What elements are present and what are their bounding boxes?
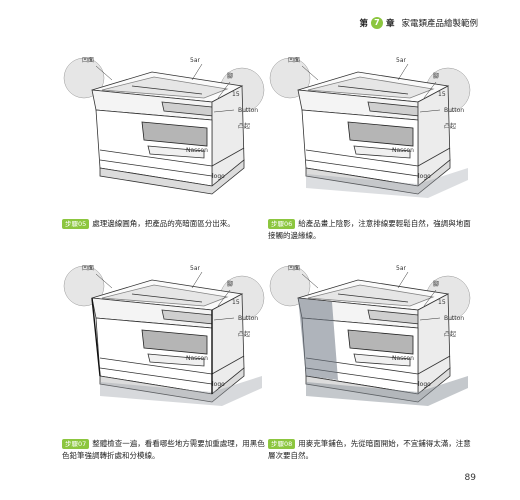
label-raised: 凸起 bbox=[444, 122, 456, 130]
printer-sketch-illustration: 凹面 5ar 腳 15 Button 凸起 Nasson logo bbox=[63, 265, 265, 406]
label-5ar: 5ar bbox=[396, 57, 406, 64]
label-logo: logo bbox=[212, 381, 225, 388]
label-5ar: 5ar bbox=[396, 265, 406, 272]
step-badge: 步驟07 bbox=[62, 439, 90, 449]
label-button: Button bbox=[444, 315, 464, 322]
printer-sketch-illustration: 凹面 5ar 腳 15 Button 凸起 Nasson logo bbox=[269, 57, 471, 198]
step-badge: 步驟08 bbox=[268, 439, 296, 449]
sketch-panel-step07: 凹面 5ar 腳 15 Button 凸起 Nasson logo bbox=[62, 258, 272, 413]
chapter-prefix: 第 bbox=[359, 19, 368, 29]
chapter-header: 第 7 章 家電類產品繪製範例 bbox=[359, 17, 478, 29]
label-brand: Nasson bbox=[186, 355, 208, 362]
label-brand: Nasson bbox=[392, 355, 414, 362]
caption-text: 用麥克筆鋪色，先從暗面開始，不宜鋪得太滿，注意層次要自然。 bbox=[268, 439, 471, 460]
label-5ar: 5ar bbox=[190, 57, 200, 64]
label-logo: logo bbox=[212, 173, 225, 180]
caption-text: 處理邊線圓角，把產品的亮暗面區分出來。 bbox=[92, 219, 235, 228]
chapter-number-badge: 7 bbox=[370, 17, 383, 29]
label-brand: Nasson bbox=[186, 147, 208, 154]
label-button: Button bbox=[444, 107, 464, 114]
label-foot: 腳 bbox=[433, 280, 439, 288]
label-15: 15 bbox=[438, 91, 446, 98]
page-number: 89 bbox=[464, 473, 476, 483]
printer-sketch-illustration: 凹面 5ar 腳 15 Button 凸起 Nasson logo bbox=[63, 57, 265, 195]
label-raised: 凸起 bbox=[444, 330, 456, 338]
label-5ar: 5ar bbox=[190, 265, 200, 272]
label-raised: 凸起 bbox=[238, 122, 250, 130]
caption-text: 整體檢查一遍，看看哪些地方需要加重處理，用黑色色鉛筆強調轉折處和分模線。 bbox=[62, 439, 265, 460]
label-foot: 腳 bbox=[227, 72, 233, 80]
caption-text: 給產品畫上陰影，注意排線要輕鬆自然，強調與地面接觸的邊緣線。 bbox=[268, 219, 471, 240]
label-concave: 凹面 bbox=[288, 57, 300, 64]
label-logo: logo bbox=[418, 381, 431, 388]
sketch-panel-step06: 凹面 5ar 腳 15 Button 凸起 Nasson logo bbox=[268, 50, 478, 205]
label-concave: 凹面 bbox=[82, 57, 94, 64]
sketch-panel-step08: 凹面 5ar 腳 15 Button 凸起 Nasson logo bbox=[268, 258, 478, 413]
step-badge: 步驟06 bbox=[268, 219, 296, 229]
label-concave: 凹面 bbox=[288, 265, 300, 272]
label-button: Button bbox=[238, 315, 258, 322]
label-button: Button bbox=[238, 107, 258, 114]
label-brand: Nasson bbox=[392, 147, 414, 154]
label-15: 15 bbox=[438, 299, 446, 306]
label-foot: 腳 bbox=[227, 280, 233, 288]
label-concave: 凹面 bbox=[82, 265, 94, 272]
chapter-title: 家電類產品繪製範例 bbox=[401, 19, 478, 29]
label-logo: logo bbox=[418, 173, 431, 180]
label-15: 15 bbox=[232, 91, 240, 98]
printer-sketch-illustration: 凹面 5ar 腳 15 Button 凸起 Nasson logo bbox=[269, 265, 471, 406]
label-foot: 腳 bbox=[433, 72, 439, 80]
label-15: 15 bbox=[232, 299, 240, 306]
label-raised: 凸起 bbox=[238, 330, 250, 338]
sketch-panel-step05: 凹面 5ar 腳 15 Button 凸起 Nasson logo bbox=[62, 50, 272, 205]
chapter-suffix: 章 bbox=[385, 19, 395, 29]
step-badge: 步驟05 bbox=[62, 219, 90, 229]
